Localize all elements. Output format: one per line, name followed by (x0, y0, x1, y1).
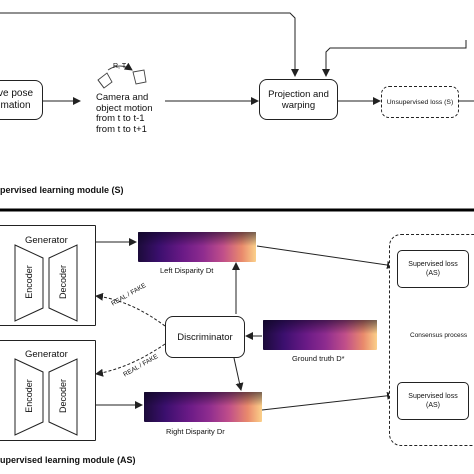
feedback-line-right (322, 40, 467, 77)
arrow-left-disparity-to-loss (256, 245, 395, 269)
camera-text-3: from t to t-1 (96, 113, 145, 124)
sup-loss-label-upper: Supervised loss (AS) (408, 261, 458, 277)
pose-label-line1: ve pose (0, 88, 34, 99)
left-disparity-map (138, 232, 256, 262)
projection-warping-box: Projection and warping (259, 79, 338, 120)
arrow-disc-to-right-disparity (233, 357, 244, 391)
camera-text-1: Camera and (96, 92, 149, 103)
encoder-2-shape (14, 358, 44, 436)
decoder-1-shape (48, 244, 78, 322)
supervised-loss-box-upper: Supervised loss (AS) (397, 250, 469, 288)
feedback-dashed-gen2 (95, 343, 166, 377)
ground-truth-map (263, 320, 377, 350)
right-disparity-map (144, 392, 262, 422)
decoder-2-shape (48, 358, 78, 436)
unsup-loss-label: Unsupervised loss (S) (386, 98, 454, 106)
feedback-dashed-gen1 (95, 292, 166, 327)
camera-icon (97, 62, 147, 89)
right-disparity-label: Right Disparity Dr (166, 427, 225, 436)
projection-label: Projection and warping (268, 88, 329, 111)
sup-loss-label-lower: Supervised loss (AS) (408, 393, 458, 409)
generator-2-label: Generator (25, 349, 68, 360)
arrow-right-disparity-to-loss (261, 391, 395, 411)
module-title-s: pervised learning module (S) (0, 185, 124, 195)
consensus-label: Consensus process (409, 332, 469, 339)
decoder-2-label: Decoder (58, 378, 68, 414)
encoder-2-label: Encoder (24, 379, 34, 413)
ground-truth-label: Ground truth D* (292, 354, 345, 363)
left-disparity-label: Left Disparity Dt (160, 266, 214, 275)
discriminator-box: Discriminator (165, 316, 245, 358)
discriminator-label: Discriminator (177, 331, 233, 343)
unsupervised-loss-box: Unsupervised loss (S) (381, 86, 459, 118)
camera-text-2: object motion (96, 102, 153, 114)
pose-estimation-box: ve pose mation (0, 80, 43, 120)
motion-symbol: R, T (113, 63, 127, 70)
module-title-as: upervised learning module (AS) (0, 455, 136, 465)
encoder-1-shape (14, 244, 44, 322)
camera-motion-text: Camera and object motion from t to t-1 f… (96, 92, 153, 135)
encoder-1-label: Encoder (24, 265, 34, 299)
pose-label-line2: mation (0, 100, 31, 111)
camera-text-4: from t to t+1 (96, 123, 147, 135)
decoder-1-label: Decoder (58, 264, 68, 300)
feedback-line-top (0, 12, 299, 77)
supervised-loss-box-lower: Supervised loss (AS) (397, 382, 469, 420)
generator-1-label: Generator (25, 235, 68, 246)
